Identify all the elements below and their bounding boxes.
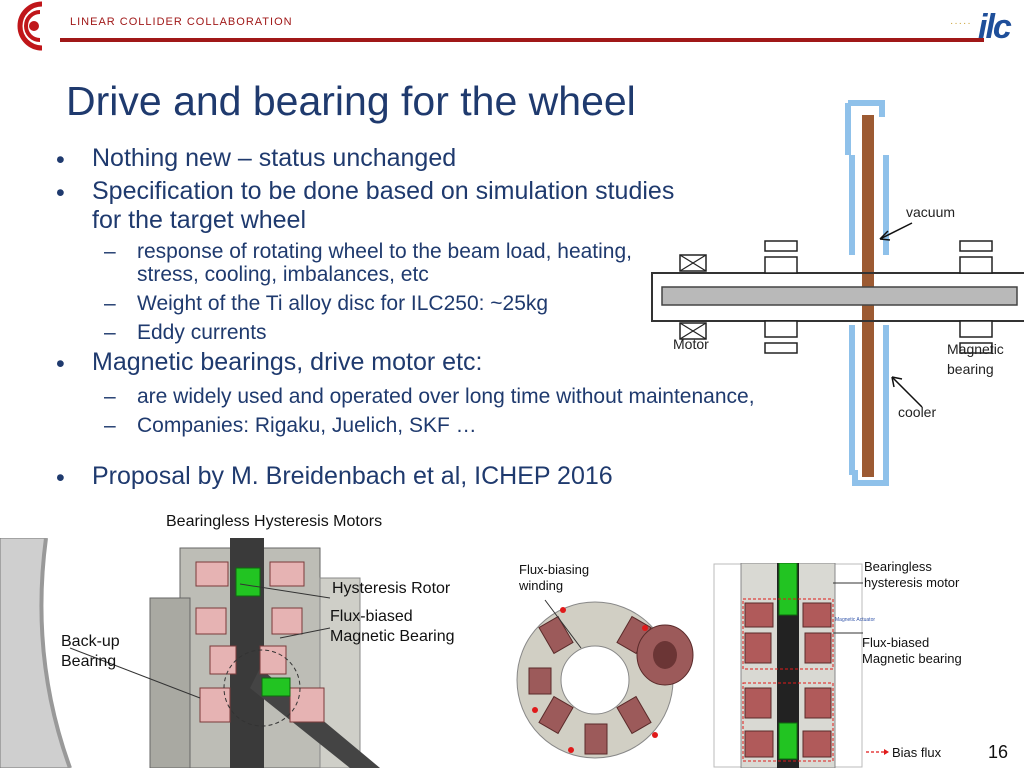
- bearingless-motor-label-line2: hysteresis motor: [864, 575, 960, 590]
- flux-biased-label: Flux-biased: [330, 608, 413, 625]
- slide-number: 16: [988, 742, 1009, 762]
- bias-flux-arrow-icon: [866, 749, 889, 755]
- ilc-logo-dots: ·····: [950, 18, 972, 29]
- magnetic-bearing-label: Magnetic: [947, 341, 1004, 357]
- flux-biased-label-line2: Magnetic Bearing: [330, 628, 455, 645]
- backup-bearing-label: Back-up: [61, 633, 120, 650]
- flux-biased-bearing-label-line2: Magnetic bearing: [862, 651, 962, 666]
- magnetic-bearing-label-line2: bearing: [947, 361, 994, 377]
- sub-bullet-marker: –: [104, 292, 116, 315]
- sub-bullet-text: Companies: Rigaku, Juelich, SKF …: [137, 414, 477, 437]
- page-title: Drive and bearing for the wheel: [66, 78, 636, 124]
- bullet-text: Specification to be done based on simula…: [92, 177, 675, 205]
- ilc-logo: ····· ilc: [948, 2, 1020, 50]
- flux-biasing-stator-image: [515, 560, 707, 768]
- vacuum-label: vacuum: [906, 204, 956, 220]
- sub-bullet-text: Weight of the Ti alloy disc for ILC250: …: [137, 292, 549, 315]
- sub-bullet-marker: –: [104, 240, 116, 263]
- bullet-marker: •: [56, 146, 65, 174]
- wheel-cross-section-diagram: [651, 100, 1024, 486]
- flux-biasing-label: Flux-biasing: [519, 562, 590, 577]
- lcc-logo: [17, 1, 43, 51]
- header-divider: [60, 38, 984, 42]
- bullet-text: Nothing new – status unchanged: [92, 144, 457, 172]
- bullet-text: Magnetic bearings, drive motor etc:: [92, 348, 483, 376]
- hysteresis-rotor-label: Hysteresis Rotor: [332, 580, 451, 597]
- bearing-section-image: [713, 563, 863, 768]
- bullet-marker: •: [56, 350, 65, 378]
- sub-bullet-marker: –: [104, 321, 116, 344]
- sub-bullet-text: Eddy currents: [137, 321, 267, 344]
- organization-name: LINEAR COLLIDER COLLABORATION: [70, 16, 293, 28]
- sub-bullet-marker: –: [104, 414, 116, 437]
- bullet-marker: •: [56, 179, 65, 207]
- motor-label: Motor: [673, 336, 709, 352]
- flux-biasing-label-line2: winding: [519, 578, 564, 593]
- sub-bullet-marker: –: [104, 385, 116, 408]
- sub-bullet-text-continued: stress, cooling, imbalances, etc: [137, 263, 429, 286]
- bearingless-motor-cutaway-image: [0, 538, 410, 768]
- bullet-marker: •: [56, 464, 65, 492]
- magnetic-actuator-label: Magnetic Actuator: [835, 617, 876, 623]
- sub-bullet-text: response of rotating wheel to the beam l…: [137, 240, 632, 263]
- ilc-logo-text: ilc: [978, 8, 1012, 46]
- bias-flux-legend: Bias flux: [892, 745, 942, 760]
- bearingless-motor-label: Bearingless: [864, 559, 932, 574]
- sub-bullet-text: are widely used and operated over long t…: [137, 385, 755, 408]
- cooler-label: cooler: [898, 404, 937, 420]
- shaft: [661, 286, 1018, 306]
- flux-biased-bearing-label: Flux-biased: [862, 635, 930, 650]
- bullet-text-continued: for the target wheel: [92, 206, 307, 234]
- bearingless-motors-caption: Bearingless Hysteresis Motors: [166, 513, 383, 530]
- bullet-text: Proposal by M. Breidenbach et al, ICHEP …: [92, 462, 613, 490]
- backup-bearing-label-line2: Bearing: [61, 653, 117, 670]
